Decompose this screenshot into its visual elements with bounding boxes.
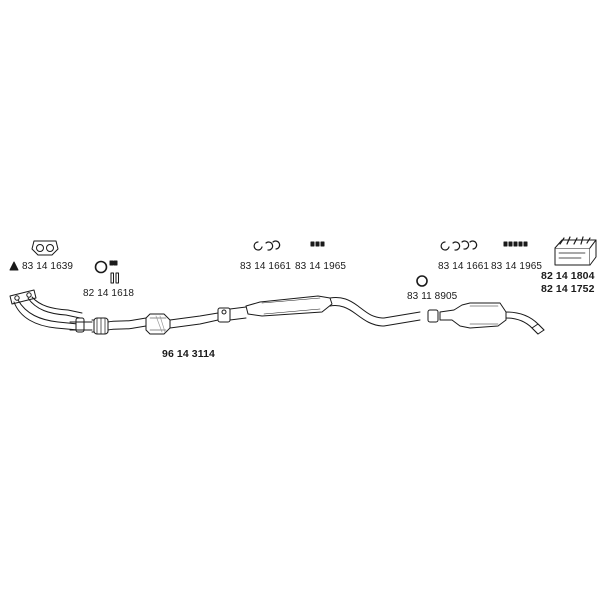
- rear-clamp-ring-icon: [416, 275, 428, 287]
- flex-section: [91, 317, 109, 335]
- intermediate-pipe: [107, 317, 147, 331]
- warning-triangle-icon: [9, 261, 19, 271]
- bolts-mid-icon: [310, 241, 325, 247]
- part-number-gasket-front: 83 14 1639: [22, 261, 74, 272]
- tailpipe-end: [531, 323, 545, 335]
- clamp-ring-icon: [94, 260, 119, 284]
- part-number-clamp-rear: 83 11 8905: [407, 291, 458, 302]
- middle-silencer: [245, 295, 333, 317]
- manifold-flange: [9, 289, 37, 305]
- rear-pipe-clamp: [427, 309, 439, 323]
- gasket-icon: [31, 240, 59, 256]
- part-number-kit-1: 82 14 1804: [541, 270, 595, 282]
- part-number-kit-2: 82 14 1752: [541, 283, 595, 295]
- bolts-rear-icon: [503, 241, 528, 247]
- front-clamp: [69, 317, 93, 333]
- catalytic-converter: [145, 313, 171, 335]
- hanger-rings-mid-icon: [253, 240, 281, 251]
- part-number-clamp-front: 82 14 1618: [83, 288, 135, 299]
- part-number-bolts-mid: 83 14 1965: [295, 261, 347, 272]
- rear-silencer: [439, 302, 507, 329]
- mid-to-rear-pipe: [329, 297, 421, 327]
- part-number-hangers-rear: 83 14 1661: [438, 261, 490, 272]
- pipe-to-mid-clamp: [169, 312, 219, 329]
- part-number-hangers-mid: 83 14 1661: [240, 261, 292, 272]
- hanger-rings-rear-icon: [440, 240, 478, 251]
- part-number-catalyst-pipe: 96 14 3114: [162, 348, 215, 360]
- mounting-kit-box-icon: [554, 236, 597, 266]
- downpipe-twin: [13, 296, 83, 331]
- mid-joint: [217, 306, 247, 323]
- part-number-bolts-rear: 83 14 1965: [491, 261, 543, 272]
